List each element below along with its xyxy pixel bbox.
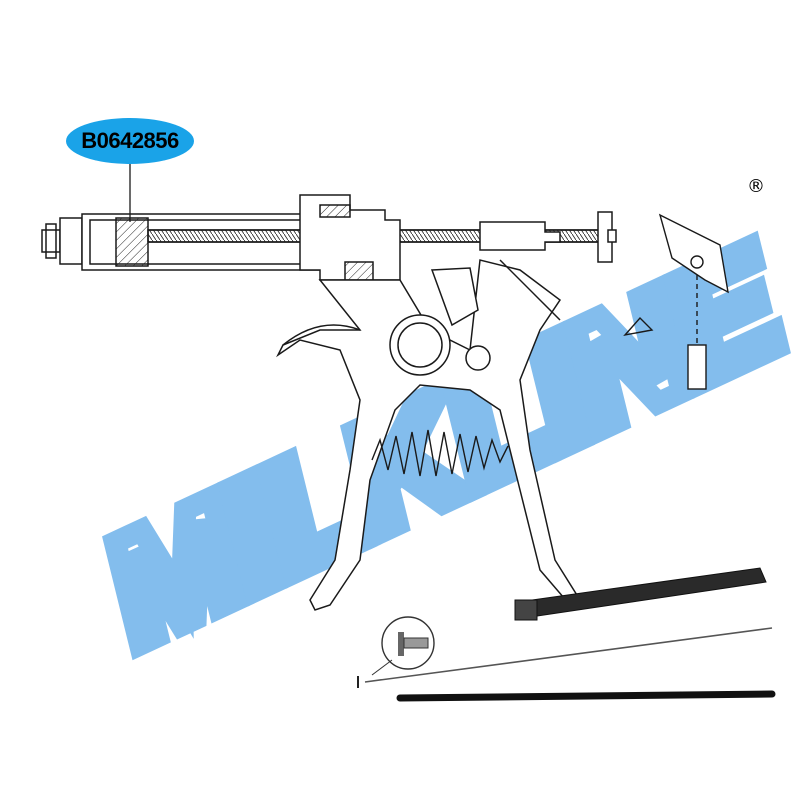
accessory-rods — [357, 567, 776, 702]
part-number: B0642856 — [81, 128, 179, 153]
trigger-spring — [371, 429, 509, 477]
barrel-assembly — [41, 194, 617, 283]
exploded-parts — [623, 213, 729, 390]
grip-frame — [276, 259, 582, 611]
part-number-callout: B0642856 — [66, 118, 194, 164]
registered-mark: ® — [747, 176, 765, 197]
